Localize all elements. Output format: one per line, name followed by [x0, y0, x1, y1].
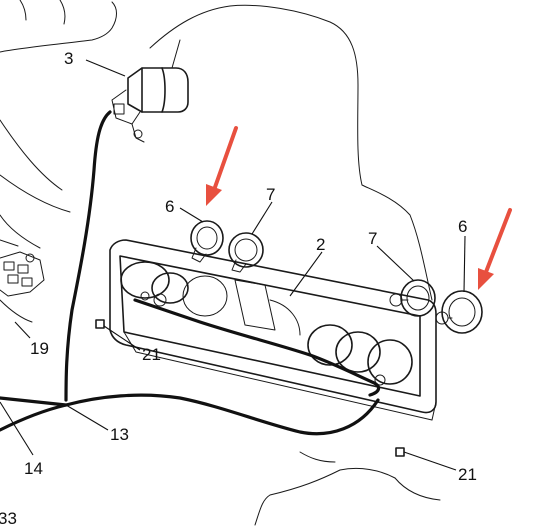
main-cable-harness [64, 110, 112, 402]
callout-13: 13 [110, 425, 129, 444]
bracket-21-left [95, 319, 105, 329]
callout-33: 33 [0, 509, 17, 528]
callout-7-left: 7 [266, 185, 275, 204]
bulb-6-right [435, 290, 483, 334]
bulb-6-left [190, 220, 224, 263]
bulb-7-left [228, 232, 264, 273]
internal-wiring [133, 298, 381, 397]
callout-7-right: 7 [368, 229, 377, 248]
callout-6-right: 6 [458, 217, 467, 236]
callout-3: 3 [64, 49, 73, 68]
harness-lower-run [0, 393, 380, 436]
left-component-cluster [0, 239, 45, 297]
body-outline [0, 0, 441, 526]
callout-21-right: 21 [458, 465, 477, 484]
bulb-7-right [389, 279, 436, 317]
bracket-21-right [395, 447, 405, 457]
red-arrow-left [206, 126, 238, 206]
harness-branch-13 [0, 396, 68, 407]
tail-light-housing [109, 239, 437, 421]
callout-2: 2 [316, 235, 325, 254]
work-lamp [111, 39, 189, 143]
callout-6-left: 6 [165, 197, 174, 216]
callout-19: 19 [30, 339, 49, 358]
leader-lines [0, 59, 466, 471]
red-arrow-right [478, 208, 512, 290]
callout-14: 14 [24, 459, 43, 478]
callout-21-left: 21 [142, 345, 161, 364]
